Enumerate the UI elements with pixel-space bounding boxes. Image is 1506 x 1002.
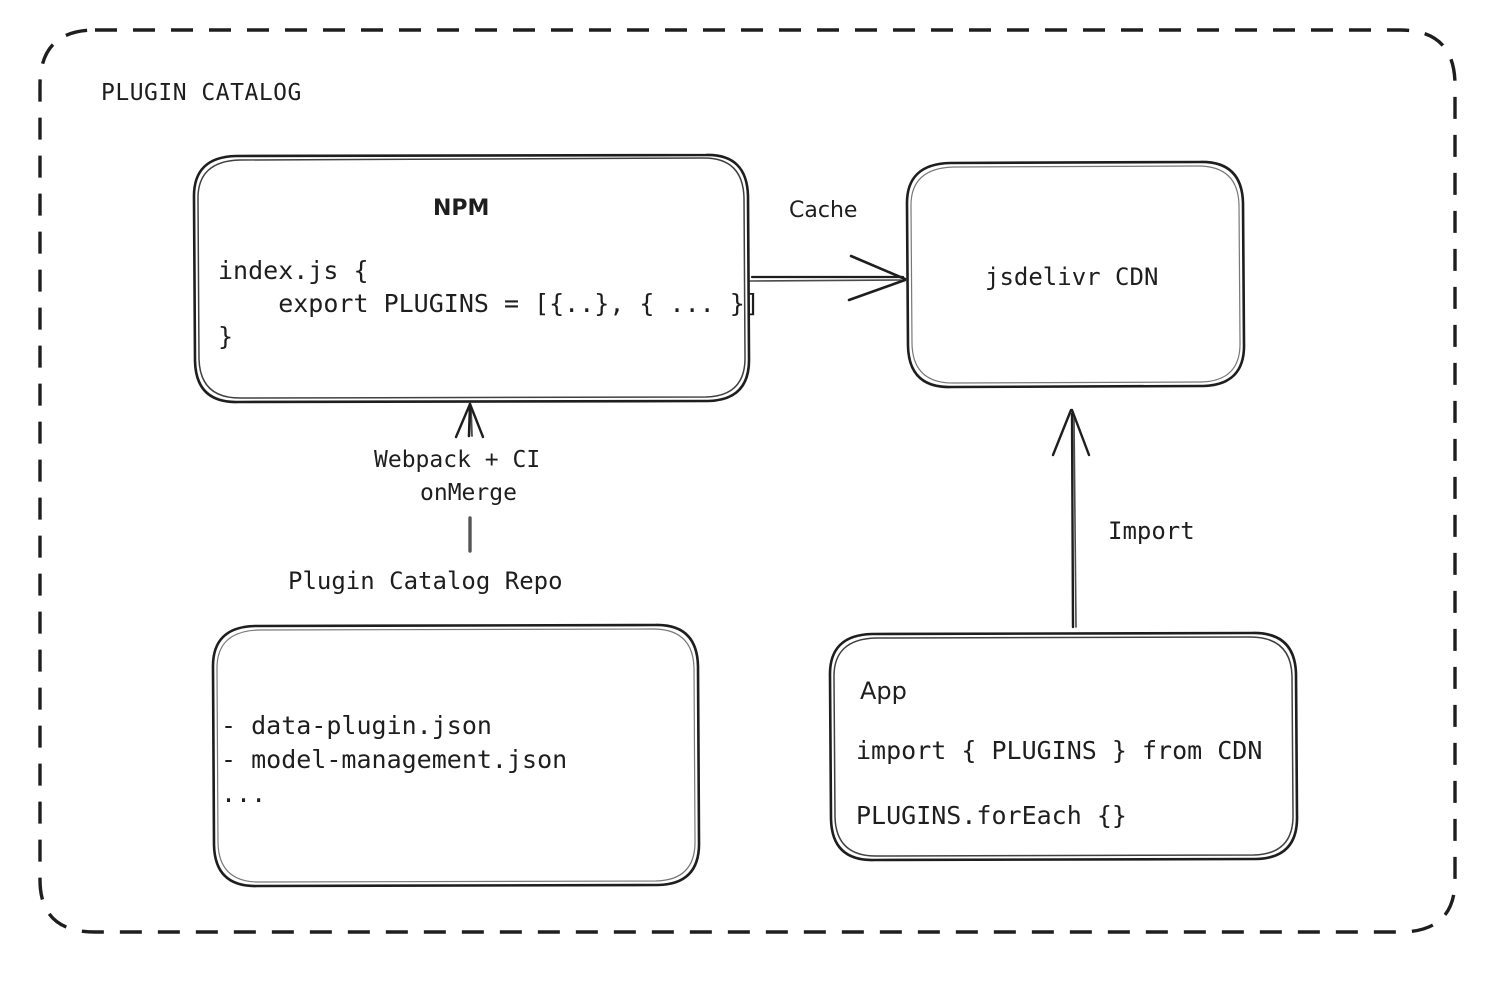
app-node-code-line2: PLUGINS.forEach {} <box>856 801 1127 830</box>
cdn-node-title: jsdelivr CDN <box>985 263 1159 291</box>
app-node-code-line1: import { PLUGINS } from CDN <box>856 736 1263 765</box>
npm-node-code: index.js { export PLUGINS = [{..}, { ...… <box>218 256 760 351</box>
build-edge-label-line1: Webpack + CI <box>374 447 541 473</box>
import-arrow <box>1051 408 1091 629</box>
build-edge-label-line2: onMerge <box>420 480 517 506</box>
cache-arrow <box>749 254 907 302</box>
repo-node-label: Plugin Catalog Repo <box>288 567 563 595</box>
cache-edge-label: Cache <box>789 198 858 223</box>
import-edge-label: Import <box>1108 517 1195 545</box>
repo-node-code: - data-plugin.json - model-management.js… <box>221 711 568 808</box>
build-arrow <box>454 402 485 553</box>
npm-node-title: NPM <box>433 196 490 221</box>
app-node-title: App <box>860 677 907 705</box>
frame-title: PLUGIN CATALOG <box>101 80 302 106</box>
